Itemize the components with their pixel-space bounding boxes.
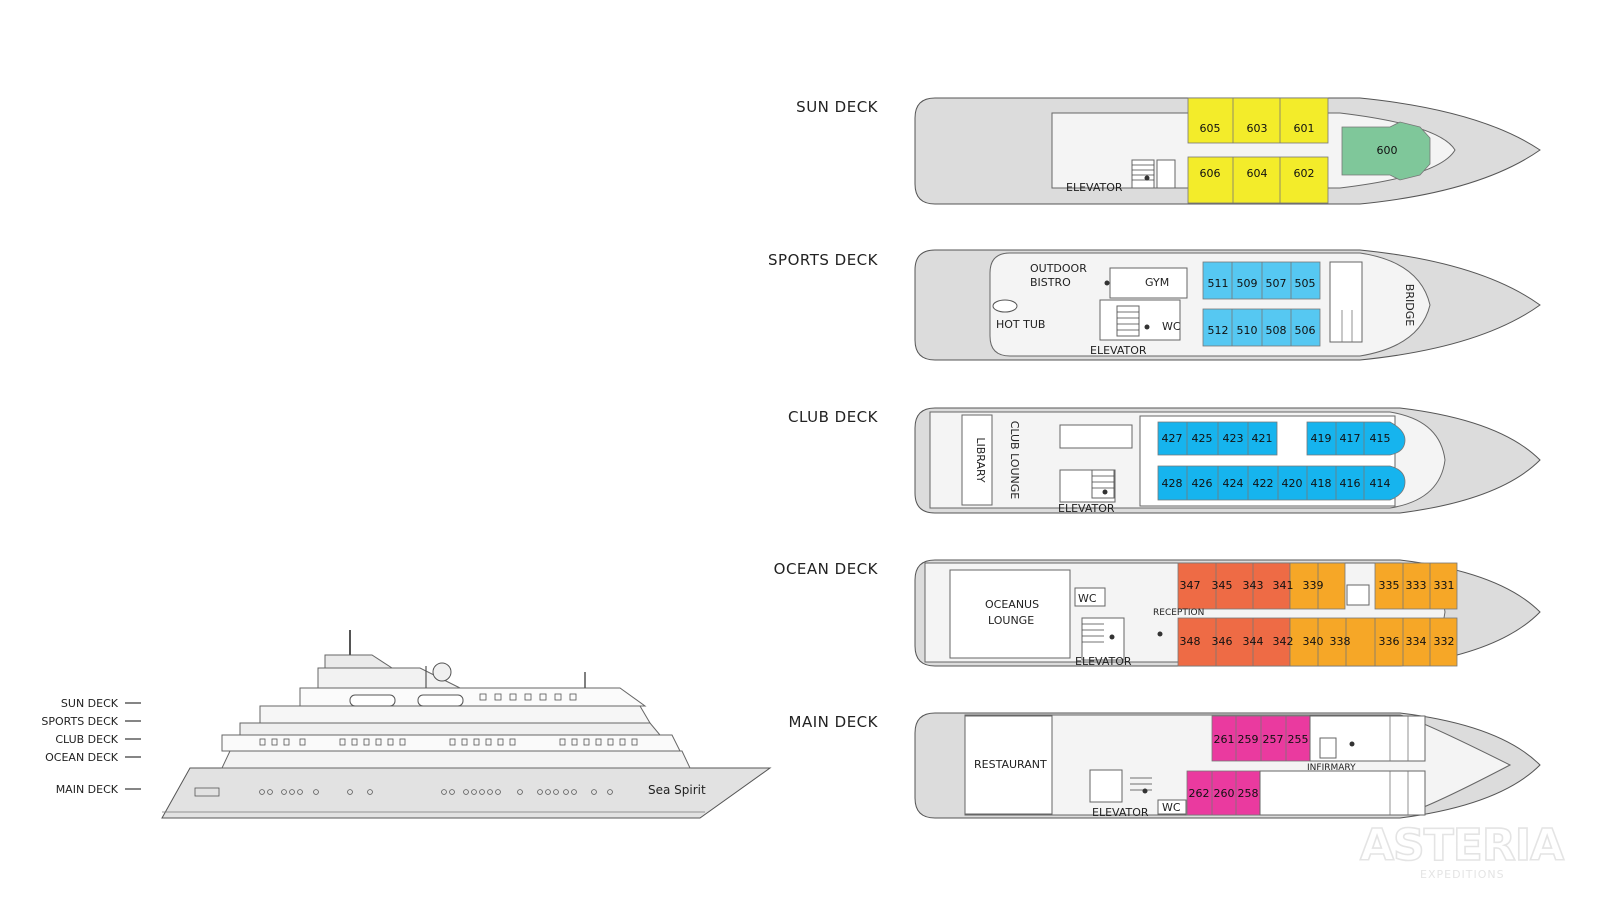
ocean-elevator-label: ELEVATOR	[1075, 655, 1132, 668]
cabin-414[interactable]: 414	[1370, 477, 1391, 490]
cabin-415[interactable]: 415	[1370, 432, 1391, 445]
infirmary-label: INFIRMARY	[1307, 763, 1356, 773]
suite-600[interactable]	[1341, 121, 1431, 181]
restaurant-label: RESTAURANT	[974, 758, 1047, 771]
cabin-260[interactable]: 260	[1214, 787, 1235, 800]
cabin-605[interactable]: 605	[1200, 122, 1221, 135]
deck-title-sports: SPORTS DECK	[768, 251, 879, 269]
sun-elevator-label: ELEVATOR	[1066, 181, 1123, 194]
main-elevator-label: ELEVATOR	[1092, 806, 1149, 819]
cabin-419[interactable]: 419	[1311, 432, 1332, 445]
oceanus-lounge-line1: OCEANUS	[985, 598, 1039, 611]
gym-label: GYM	[1145, 276, 1169, 289]
cabin-339[interactable]: 339	[1303, 579, 1324, 592]
watermark-brand: ASTERIA	[1360, 820, 1564, 871]
outdoor-bistro-line2: BISTRO	[1030, 276, 1071, 289]
cabin-340[interactable]: 340	[1303, 635, 1324, 648]
cabin-422[interactable]: 422	[1253, 477, 1274, 490]
cabin-604[interactable]: 604	[1247, 167, 1268, 180]
cabin-342[interactable]: 342	[1273, 635, 1294, 648]
suite-600-label: 600	[1377, 144, 1398, 157]
cabin-336[interactable]: 336	[1379, 635, 1400, 648]
deck-title-ocean: OCEAN DECK	[774, 560, 879, 578]
cabin-259[interactable]: 259	[1238, 733, 1259, 746]
ocean-deck-plan: 347 345 343 341 339 335 333 331 348 346 …	[914, 559, 1541, 668]
outdoor-bistro-line1: OUTDOOR	[1030, 262, 1087, 275]
cabin-603[interactable]: 603	[1247, 122, 1268, 135]
cabin-346[interactable]: 346	[1212, 635, 1233, 648]
cabin-347[interactable]: 347	[1180, 579, 1201, 592]
cabin-332[interactable]: 332	[1434, 635, 1455, 648]
reception-label: RECEPTION	[1153, 608, 1204, 618]
sun-cabin-block-top	[1187, 97, 1329, 144]
sun-deck-plan: 605 603 601 606 604 602 600 ELEVATOR	[914, 97, 1541, 205]
cabin-505[interactable]: 505	[1295, 277, 1316, 290]
cabin-416[interactable]: 416	[1340, 477, 1361, 490]
main-wc-label: WC	[1162, 801, 1181, 814]
ship-profile: SUN DECK SPORTS DECK CLUB DECK OCEAN DEC…	[41, 630, 772, 819]
sun-cabin-block-bottom	[1187, 156, 1329, 204]
cabin-428[interactable]: 428	[1162, 477, 1183, 490]
cabin-261[interactable]: 261	[1214, 733, 1235, 746]
cabin-508[interactable]: 508	[1266, 324, 1287, 337]
deck-title-main: MAIN DECK	[789, 713, 879, 731]
cabin-255[interactable]: 255	[1288, 733, 1309, 746]
profile-label-club: CLUB DECK	[55, 733, 118, 746]
cabin-343[interactable]: 343	[1243, 579, 1264, 592]
cabin-420[interactable]: 420	[1282, 477, 1303, 490]
cabin-335[interactable]: 335	[1379, 579, 1400, 592]
sports-deck-plan: 511 509 507 505 512 510 508 506 OUTDOOR …	[914, 249, 1541, 361]
cabin-331[interactable]: 331	[1434, 579, 1455, 592]
cabin-507[interactable]: 507	[1266, 277, 1287, 290]
cabin-424[interactable]: 424	[1223, 477, 1244, 490]
cabin-602[interactable]: 602	[1294, 167, 1315, 180]
deck-title-club: CLUB DECK	[788, 408, 879, 426]
profile-label-sun: SUN DECK	[61, 697, 119, 710]
cabin-601[interactable]: 601	[1294, 122, 1315, 135]
cabin-512[interactable]: 512	[1208, 324, 1229, 337]
club-elevator-label: ELEVATOR	[1058, 502, 1115, 515]
cabin-418[interactable]: 418	[1311, 477, 1332, 490]
ship-name: Sea Spirit	[648, 783, 706, 797]
cabin-423[interactable]: 423	[1223, 432, 1244, 445]
bridge-label: BRIDGE	[1403, 284, 1416, 326]
oceanus-lounge-line2: LOUNGE	[988, 614, 1034, 627]
profile-label-sports: SPORTS DECK	[41, 715, 118, 728]
sports-wc-label: WC	[1162, 320, 1181, 333]
cabin-426[interactable]: 426	[1192, 477, 1213, 490]
cabin-606[interactable]: 606	[1200, 167, 1221, 180]
cabin-506[interactable]: 506	[1295, 324, 1316, 337]
main-deck-plan: 261 259 257 255 262 260 258 RESTAURANT I…	[914, 712, 1541, 819]
watermark-sub: EXPEDITIONS	[1420, 868, 1505, 881]
cabin-258[interactable]: 258	[1238, 787, 1259, 800]
cabin-338[interactable]: 338	[1330, 635, 1351, 648]
hot-tub-label: HOT TUB	[996, 318, 1045, 331]
cabin-334[interactable]: 334	[1406, 635, 1427, 648]
library-label: LIBRARY	[974, 437, 987, 483]
cabin-421[interactable]: 421	[1252, 432, 1273, 445]
club-lounge-label: CLUB LOUNGE	[1008, 421, 1021, 500]
cabin-417[interactable]: 417	[1340, 432, 1361, 445]
cabin-510[interactable]: 510	[1237, 324, 1258, 337]
cabin-427[interactable]: 427	[1162, 432, 1183, 445]
asteria-watermark: ASTERIA EXPEDITIONS	[1359, 819, 1566, 881]
ocean-wc-label: WC	[1078, 592, 1097, 605]
cabin-425[interactable]: 425	[1192, 432, 1213, 445]
cabin-341[interactable]: 341	[1273, 579, 1294, 592]
profile-label-ocean: OCEAN DECK	[45, 751, 119, 764]
cabin-511[interactable]: 511	[1208, 277, 1229, 290]
cabin-509[interactable]: 509	[1237, 277, 1258, 290]
cabin-257[interactable]: 257	[1263, 733, 1284, 746]
sports-elevator-label: ELEVATOR	[1090, 344, 1147, 357]
deck-title-sun: SUN DECK	[796, 98, 878, 116]
cabin-348[interactable]: 348	[1180, 635, 1201, 648]
cabin-344[interactable]: 344	[1243, 635, 1264, 648]
club-deck-plan: 427 425 423 421 419 417 415 428 426 424 …	[914, 407, 1541, 515]
cabin-345[interactable]: 345	[1212, 579, 1233, 592]
profile-label-main: MAIN DECK	[56, 783, 119, 796]
cabin-262[interactable]: 262	[1189, 787, 1210, 800]
cabin-333[interactable]: 333	[1406, 579, 1427, 592]
